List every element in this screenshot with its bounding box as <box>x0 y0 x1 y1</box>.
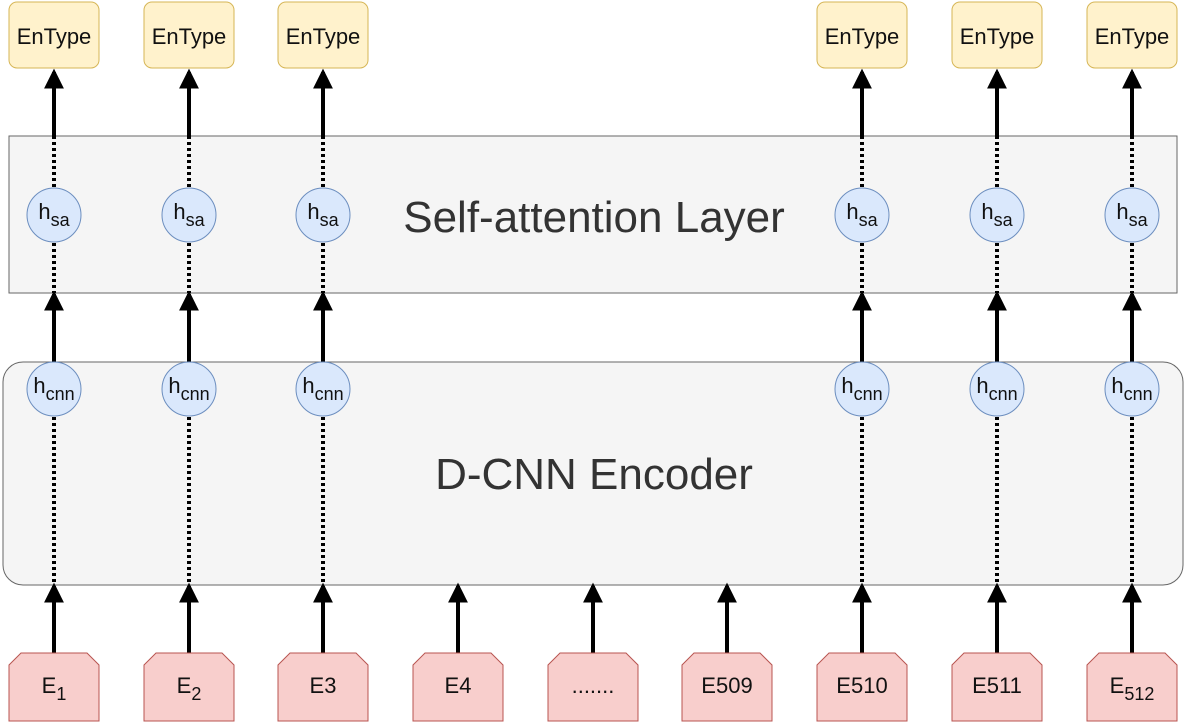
output-entype-box: EnType <box>143 1 235 69</box>
input-label: E512 <box>1110 673 1155 704</box>
output-entype-box: EnType <box>8 1 100 69</box>
input-embedding-box: E511 <box>951 652 1043 722</box>
output-entype-box: EnType <box>1086 1 1178 69</box>
input-label: E3 <box>310 673 337 698</box>
h-cnn-label: hcnn <box>1111 373 1152 404</box>
output-label: EnType <box>1095 24 1170 49</box>
h-cnn-label: hcnn <box>841 373 882 404</box>
input-label: E510 <box>836 673 887 698</box>
h-sa-label: hsa <box>981 199 1013 230</box>
h-sa-label: hsa <box>1116 199 1148 230</box>
connections-group <box>44 68 1142 653</box>
input-embedding-box: E3 <box>277 652 369 722</box>
input-label: E2 <box>177 673 202 704</box>
self-attention-node: hsa <box>161 187 217 243</box>
self-attention-node: hsa <box>834 187 890 243</box>
input-embedding-box: E509 <box>681 652 773 722</box>
input-embedding-box: ....... <box>547 652 639 722</box>
input-embedding-box: E510 <box>816 652 908 722</box>
self-attention-node: hsa <box>295 187 351 243</box>
h-cnn-label: hcnn <box>302 373 343 404</box>
h-cnn-label: hcnn <box>168 373 209 404</box>
input-label: ....... <box>572 673 615 698</box>
h-sa-label: hsa <box>307 199 339 230</box>
input-embedding-box: E2 <box>143 652 235 722</box>
h-cnn-label: hcnn <box>976 373 1017 404</box>
h-sa-label: hsa <box>846 199 878 230</box>
cnn-node: hcnn <box>969 361 1025 417</box>
cnn-node: hcnn <box>161 361 217 417</box>
output-entype-box: EnType <box>816 1 908 69</box>
cnn-node: hcnn <box>295 361 351 417</box>
h-cnn-label: hcnn <box>33 373 74 404</box>
cnn-node: hcnn <box>1104 361 1160 417</box>
output-label: EnType <box>960 24 1035 49</box>
h-sa-label: hsa <box>38 199 70 230</box>
input-label: E511 <box>972 673 1022 698</box>
output-label: EnType <box>286 24 361 49</box>
cnn-node: hcnn <box>834 361 890 417</box>
output-label: EnType <box>825 24 900 49</box>
self-attention-layer-title: Self-attention Layer <box>403 193 785 242</box>
output-entype-box: EnType <box>277 1 369 69</box>
output-entype-box: EnType <box>951 1 1043 69</box>
input-label: E1 <box>42 673 67 704</box>
input-embedding-box: E512 <box>1086 652 1178 722</box>
input-label: E4 <box>445 673 472 698</box>
input-embedding-box: E4 <box>412 652 504 722</box>
input-embedding-box: E1 <box>8 652 100 722</box>
self-attention-node: hsa <box>26 187 82 243</box>
input-label: E509 <box>701 673 752 698</box>
self-attention-node: hsa <box>1104 187 1160 243</box>
nodes-group: EnType EnType EnType EnType EnType EnType hsa h… <box>8 1 1178 722</box>
dcnn-encoder-title: D-CNN Encoder <box>435 450 753 499</box>
h-sa-label: hsa <box>173 199 205 230</box>
output-label: EnType <box>17 24 92 49</box>
cnn-node: hcnn <box>26 361 82 417</box>
self-attention-node: hsa <box>969 187 1025 243</box>
output-label: EnType <box>152 24 227 49</box>
